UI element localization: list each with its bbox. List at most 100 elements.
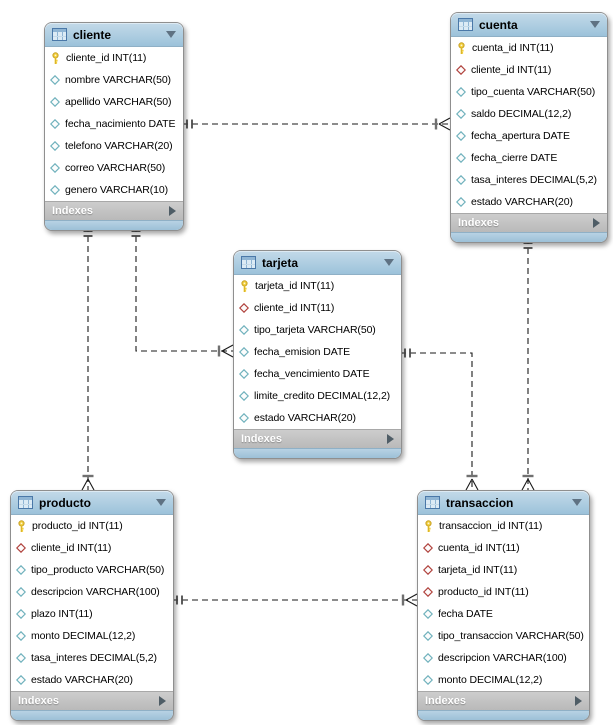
- column-label: cliente_id INT(11): [471, 64, 552, 76]
- column-row-producto-descripcion[interactable]: descripcion VARCHAR(100): [11, 581, 173, 603]
- column-icon: [239, 391, 249, 401]
- table-header[interactable]: producto: [11, 491, 173, 515]
- indexes-section[interactable]: Indexes: [45, 201, 183, 220]
- relationship-cuenta-transaccion[interactable]: [521, 238, 535, 491]
- column-label: tasa_interes DECIMAL(5,2): [471, 174, 597, 186]
- column-icon: [456, 109, 466, 119]
- table-columns: tarjeta_id INT(11) cliente_id INT(11) tipo…: [234, 275, 401, 429]
- column-row-cuenta-fecha_cierre[interactable]: fecha_cierre DATE: [451, 147, 607, 169]
- column-row-transaccion-producto_id[interactable]: producto_id INT(11): [418, 581, 589, 603]
- column-row-cliente-genero[interactable]: genero VARCHAR(10): [45, 179, 183, 201]
- table-header[interactable]: cliente: [45, 23, 183, 47]
- column-icon: [16, 653, 26, 663]
- column-row-producto-tipo_producto[interactable]: tipo_producto VARCHAR(50): [11, 559, 173, 581]
- table-title: cliente: [73, 27, 112, 42]
- column-row-transaccion-monto[interactable]: monto DECIMAL(12,2): [418, 669, 589, 691]
- table-header[interactable]: cuenta: [451, 13, 607, 37]
- column-row-transaccion-cuenta_id[interactable]: cuenta_id INT(11): [418, 537, 589, 559]
- indexes-section[interactable]: Indexes: [451, 213, 607, 232]
- column-label: tipo_transaccion VARCHAR(50): [438, 630, 584, 642]
- indexes-section[interactable]: Indexes: [418, 691, 589, 710]
- column-icon: [50, 119, 60, 129]
- relationship-producto-transaccion[interactable]: [172, 593, 418, 607]
- column-row-transaccion-transaccion_id[interactable]: transaccion_id INT(11): [418, 515, 589, 537]
- indexes-section[interactable]: Indexes: [234, 429, 401, 448]
- table-producto[interactable]: producto producto_id INT(11)cliente_id I…: [10, 490, 174, 721]
- collapse-arrow-icon[interactable]: [572, 499, 582, 506]
- relationship-cliente-tarjeta[interactable]: [131, 226, 234, 358]
- expand-indexes-icon[interactable]: [575, 696, 582, 706]
- column-row-producto-estado[interactable]: estado VARCHAR(20): [11, 669, 173, 691]
- column-row-tarjeta-cliente_id[interactable]: cliente_id INT(11): [234, 297, 401, 319]
- relationship-cliente-producto[interactable]: [81, 226, 95, 491]
- column-label: transaccion_id INT(11): [439, 520, 543, 532]
- column-icon: [456, 131, 466, 141]
- column-row-cuenta-estado[interactable]: estado VARCHAR(20): [451, 191, 607, 213]
- collapse-arrow-icon[interactable]: [156, 499, 166, 506]
- foreign-key-icon: [423, 565, 433, 575]
- column-row-cliente-nombre[interactable]: nombre VARCHAR(50): [45, 69, 183, 91]
- column-row-cliente-correo[interactable]: correo VARCHAR(50): [45, 157, 183, 179]
- column-row-cuenta-saldo[interactable]: saldo DECIMAL(12,2): [451, 103, 607, 125]
- column-row-producto-producto_id[interactable]: producto_id INT(11): [11, 515, 173, 537]
- table-title: tarjeta: [262, 255, 299, 270]
- column-row-producto-monto[interactable]: monto DECIMAL(12,2): [11, 625, 173, 647]
- expand-indexes-icon[interactable]: [159, 696, 166, 706]
- foreign-key-icon: [423, 587, 433, 597]
- column-label: tarjeta_id INT(11): [255, 280, 335, 292]
- table-transaccion[interactable]: transaccion transaccion_id INT(11) cuenta…: [417, 490, 590, 721]
- column-row-tarjeta-tipo_tarjeta[interactable]: tipo_tarjeta VARCHAR(50): [234, 319, 401, 341]
- column-row-cliente-fecha_nacimiento[interactable]: fecha_nacimiento DATE: [45, 113, 183, 135]
- collapse-arrow-icon[interactable]: [384, 259, 394, 266]
- table-header[interactable]: tarjeta: [234, 251, 401, 275]
- column-row-cuenta-fecha_apertura[interactable]: fecha_apertura DATE: [451, 125, 607, 147]
- expand-indexes-icon[interactable]: [387, 434, 394, 444]
- column-row-producto-cliente_id[interactable]: cliente_id INT(11): [11, 537, 173, 559]
- column-row-producto-tasa_interes[interactable]: tasa_interes DECIMAL(5,2): [11, 647, 173, 669]
- collapse-arrow-icon[interactable]: [590, 21, 600, 28]
- indexes-section[interactable]: Indexes: [11, 691, 173, 710]
- column-label: cliente_id INT(11): [254, 302, 335, 314]
- column-row-transaccion-descripcion[interactable]: descripcion VARCHAR(100): [418, 647, 589, 669]
- foreign-key-icon: [239, 303, 249, 313]
- column-row-tarjeta-tarjeta_id[interactable]: tarjeta_id INT(11): [234, 275, 401, 297]
- column-row-cliente-apellido[interactable]: apellido VARCHAR(50): [45, 91, 183, 113]
- expand-indexes-icon[interactable]: [593, 218, 600, 228]
- column-label: fecha_cierre DATE: [471, 152, 558, 164]
- column-row-tarjeta-estado[interactable]: estado VARCHAR(20): [234, 407, 401, 429]
- column-row-tarjeta-fecha_vencimiento[interactable]: fecha_vencimiento DATE: [234, 363, 401, 385]
- foreign-key-icon: [456, 65, 466, 75]
- column-row-transaccion-tipo_transaccion[interactable]: tipo_transaccion VARCHAR(50): [418, 625, 589, 647]
- column-label: nombre VARCHAR(50): [65, 74, 171, 86]
- table-header[interactable]: transaccion: [418, 491, 589, 515]
- relationship-cliente-cuenta[interactable]: [182, 117, 451, 131]
- column-label: tipo_cuenta VARCHAR(50): [471, 86, 596, 98]
- column-row-cuenta-tasa_interes[interactable]: tasa_interes DECIMAL(5,2): [451, 169, 607, 191]
- column-row-cliente-cliente_id[interactable]: cliente_id INT(11): [45, 47, 183, 69]
- column-label: monto DECIMAL(12,2): [31, 630, 136, 642]
- table-footer: [451, 232, 607, 242]
- column-row-transaccion-tarjeta_id[interactable]: tarjeta_id INT(11): [418, 559, 589, 581]
- collapse-arrow-icon[interactable]: [166, 31, 176, 38]
- column-label: tipo_tarjeta VARCHAR(50): [254, 324, 376, 336]
- table-cliente[interactable]: cliente cliente_id INT(11) nombre VARCHAR…: [44, 22, 184, 231]
- expand-indexes-icon[interactable]: [169, 206, 176, 216]
- column-row-producto-plazo[interactable]: plazo INT(11): [11, 603, 173, 625]
- relationship-tarjeta-transaccion[interactable]: [400, 348, 479, 491]
- column-row-transaccion-fecha[interactable]: fecha DATE: [418, 603, 589, 625]
- column-icon: [423, 609, 433, 619]
- column-icon: [239, 347, 249, 357]
- table-icon: [241, 256, 256, 269]
- table-columns: cuenta_id INT(11) cliente_id INT(11) tipo_…: [451, 37, 607, 213]
- column-row-cuenta-cliente_id[interactable]: cliente_id INT(11): [451, 59, 607, 81]
- table-cuenta[interactable]: cuenta cuenta_id INT(11) cliente_id INT(1…: [450, 12, 608, 243]
- column-icon: [239, 413, 249, 423]
- table-tarjeta[interactable]: tarjeta tarjeta_id INT(11) cliente_id INT…: [233, 250, 402, 459]
- column-row-cuenta-cuenta_id[interactable]: cuenta_id INT(11): [451, 37, 607, 59]
- column-row-tarjeta-fecha_emision[interactable]: fecha_emision DATE: [234, 341, 401, 363]
- primary-key-icon: [18, 519, 25, 532]
- column-row-cliente-telefono[interactable]: telefono VARCHAR(20): [45, 135, 183, 157]
- column-row-tarjeta-limite_credito[interactable]: limite_credito DECIMAL(12,2): [234, 385, 401, 407]
- column-row-cuenta-tipo_cuenta[interactable]: tipo_cuenta VARCHAR(50): [451, 81, 607, 103]
